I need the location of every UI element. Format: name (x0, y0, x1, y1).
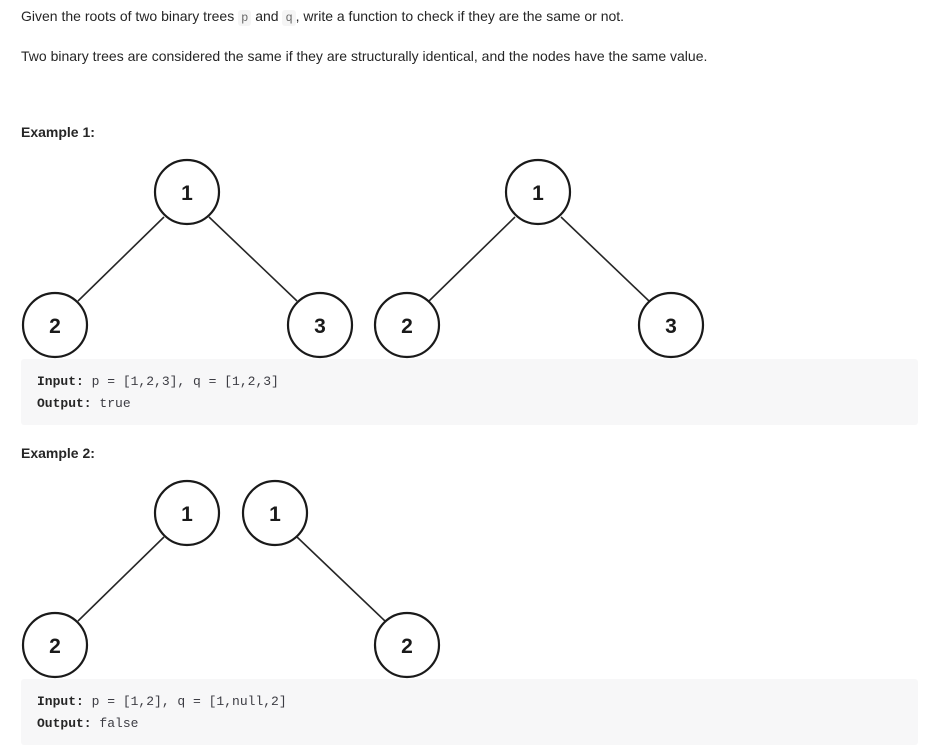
tree-node: 3 (637, 291, 705, 359)
example-1-io-block: Input: p = [1,2,3], q = [1,2,3] Output: … (21, 359, 918, 425)
edge (77, 536, 165, 622)
output-value: true (91, 396, 131, 411)
edge (208, 216, 298, 302)
tree-node: 1 (504, 158, 572, 226)
tree-node: 1 (153, 479, 221, 547)
node-value: 1 (181, 182, 193, 205)
node-value: 2 (49, 315, 61, 338)
output-label: Output: (37, 716, 92, 731)
output-label: Output: (37, 396, 92, 411)
statement-text-and: and (251, 8, 283, 24)
example-2-io-block: Input: p = [1,2], q = [1,null,2] Output:… (21, 679, 918, 745)
node-value: 1 (532, 182, 544, 205)
node-value: 2 (401, 635, 413, 658)
tree-node: 2 (373, 291, 441, 359)
node-value: 2 (401, 315, 413, 338)
tree-node: 1 (153, 158, 221, 226)
node-value: 2 (49, 635, 61, 658)
edge (77, 216, 165, 302)
input-value: p = [1,2,3], q = [1,2,3] (83, 374, 279, 389)
node-value: 3 (314, 315, 326, 338)
input-label: Input: (37, 374, 84, 389)
tree-node: 2 (21, 291, 89, 359)
tree-node: 2 (21, 611, 89, 679)
tree-node: 2 (373, 611, 441, 679)
output-value: false (91, 716, 139, 731)
node-value: 1 (269, 503, 281, 526)
statement-text-end: , write a function to check if they are … (295, 8, 625, 24)
statement-text-start: Given the roots of two binary trees (21, 8, 239, 24)
node-value: 3 (665, 315, 677, 338)
example-2-heading: Example 2: (21, 445, 95, 461)
tree-node: 1 (241, 479, 309, 547)
edge (560, 216, 650, 302)
edge (296, 536, 386, 622)
node-value: 1 (181, 503, 193, 526)
inline-code-q: q (282, 10, 296, 26)
input-value: p = [1,2], q = [1,null,2] (83, 694, 287, 709)
tree-node: 3 (286, 291, 354, 359)
problem-definition: Two binary trees are considered the same… (21, 48, 708, 64)
edge (428, 216, 516, 302)
problem-statement: Given the roots of two binary trees p an… (21, 6, 624, 28)
example-1-heading: Example 1: (21, 124, 95, 140)
inline-code-p: p (238, 10, 252, 26)
input-label: Input: (37, 694, 84, 709)
